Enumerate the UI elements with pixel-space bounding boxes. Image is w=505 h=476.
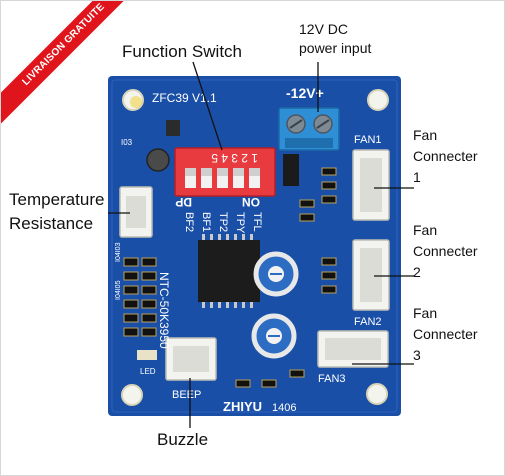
function-switch-label: Function Switch (122, 42, 242, 61)
dip-switch-levers (185, 168, 260, 188)
mounting-hole-bottom-left (121, 384, 143, 406)
temperature-label-line1: Temperature (9, 190, 105, 209)
fan3-callout-line3: 3 (413, 347, 421, 363)
buzzle-label: Buzzle (157, 430, 209, 449)
power-input-label-line1: 12V DC (299, 21, 349, 37)
switch-label-5: BF2 (183, 212, 195, 232)
fan1-callout-line1: Fan (413, 127, 438, 143)
callout-lines (108, 61, 414, 428)
fan1-callout-line2: Connecter (413, 148, 478, 164)
mounting-hole-top-right (367, 89, 389, 111)
switch-on-text: ON (242, 195, 260, 209)
switch-label-2: TPY (234, 212, 246, 234)
sensor-text: NTC-50K3950 (157, 272, 171, 349)
smd-components-left (123, 257, 157, 337)
temperature-label-line2: Resistance (9, 214, 94, 233)
brand-silk-text: ZHIYU (223, 399, 262, 414)
fan1-callout-line3: 1 (413, 169, 421, 185)
board-model-text: ZFC39 V1.1 (152, 91, 217, 105)
switch-numbers-text: 1 2 3 4 5 (211, 151, 258, 165)
main-ic (198, 240, 260, 302)
led (137, 350, 157, 360)
board-voltage-text: -12V+ (286, 85, 324, 101)
transistor (283, 154, 299, 186)
side-code-1: I04I03 (115, 242, 122, 262)
switch-label-3: TP2 (217, 212, 229, 232)
hole-reflection (130, 96, 142, 108)
switch-label-4: BF1 (200, 212, 212, 232)
smd-components-right (235, 167, 337, 388)
free-delivery-badge: LIVRAISON GRATUITE (0, 0, 140, 140)
ic-silk-label: I03 (121, 138, 133, 147)
mounting-hole-bottom-right (366, 383, 388, 405)
free-delivery-ribbon: LIVRAISON GRATUITE (0, 0, 140, 124)
fan2-callout-line3: 2 (413, 264, 421, 280)
fan3-callout-line2: Connecter (413, 326, 478, 342)
fan2-callout-line2: Connecter (413, 243, 478, 259)
ic-pins (202, 234, 253, 308)
fan2-silk-label: FAN2 (354, 316, 382, 328)
fan3-silk-label: FAN3 (318, 373, 346, 385)
fan1-silk-label: FAN1 (354, 134, 382, 146)
electrolytic-capacitor (146, 148, 170, 172)
fan2-callout-line1: Fan (413, 222, 438, 238)
beep-silk-label: BEEP (172, 389, 201, 401)
power-input-label-line2: power input (299, 40, 372, 56)
regulator-chip (166, 120, 180, 136)
pcb-outline (111, 79, 398, 413)
year-silk-text: 1406 (272, 402, 296, 414)
switch-dp-text: DP (175, 195, 192, 209)
side-code-2: I04I05 (115, 280, 122, 300)
fan3-callout-line1: Fan (413, 305, 438, 321)
led-silk-label: LED (140, 367, 156, 376)
switch-label-1: TFL (251, 212, 263, 232)
